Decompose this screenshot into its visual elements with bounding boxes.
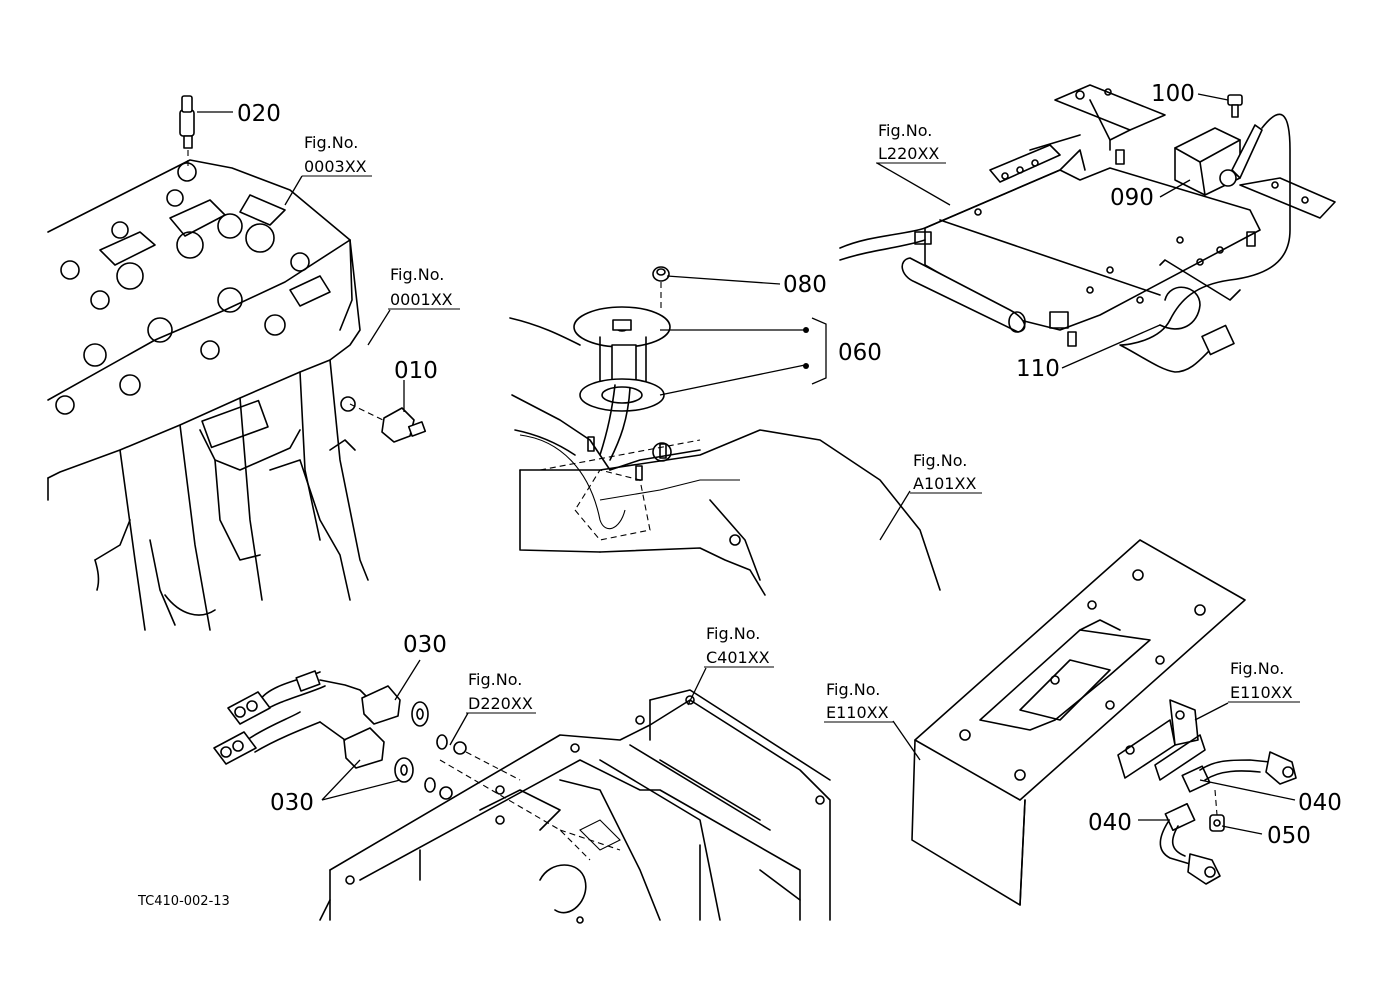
part-number-100: 100 <box>1151 81 1195 107</box>
leader-lines <box>197 93 1296 835</box>
figref-0001XX[interactable]: Fig.No. 0001XX <box>388 265 460 310</box>
figref-code: E110XX <box>826 703 889 722</box>
figref-C401XX[interactable]: Fig.No. C401XX <box>704 624 774 668</box>
figref-label: Fig.No. <box>878 121 932 140</box>
bolt-100 <box>1227 94 1243 118</box>
figref-label: Fig.No. <box>913 451 967 470</box>
part-number-080: 080 <box>783 272 827 298</box>
balls-and-springs <box>424 734 521 800</box>
figref-label: Fig.No. <box>826 680 880 699</box>
engine-block-illustration <box>47 95 427 631</box>
switch-040-right <box>1181 751 1297 793</box>
figref-label: Fig.No. <box>468 670 522 689</box>
fuel-level-sender-060 <box>573 306 671 461</box>
part-numbers: 020 010 080 060 100 090 110 030 030 040 … <box>237 81 1342 849</box>
switch-bracket <box>1117 699 1206 781</box>
part-number-040-left: 040 <box>1088 810 1132 836</box>
figure-references: Fig.No. 0003XX Fig.No. 0001XX Fig.No. L2… <box>302 121 1300 723</box>
oil-pressure-switch-010 <box>349 403 427 443</box>
figref-E110XX-left[interactable]: Fig.No. E110XX <box>824 680 894 723</box>
figref-code: A101XX <box>913 474 976 493</box>
seat-frame-illustration <box>839 84 1336 373</box>
part-number-110: 110 <box>1016 356 1060 382</box>
switch-030-lower <box>213 711 414 783</box>
part-number-020: 020 <box>237 101 281 127</box>
figref-code: E110XX <box>1230 683 1293 702</box>
figref-A101XX[interactable]: Fig.No. A101XX <box>910 451 982 494</box>
figref-code: C401XX <box>706 648 770 667</box>
nut-080 <box>652 266 670 310</box>
part-number-030-upper: 030 <box>403 632 447 658</box>
figref-label: Fig.No. <box>304 133 358 152</box>
part-number-090: 090 <box>1110 185 1154 211</box>
figref-E110XX-right[interactable]: Fig.No. E110XX <box>1228 659 1300 703</box>
figref-label: Fig.No. <box>1230 659 1284 678</box>
figref-code: D220XX <box>468 694 533 713</box>
figref-label: Fig.No. <box>706 624 760 643</box>
figref-code: 0003XX <box>304 157 367 176</box>
temperature-sender-020 <box>179 95 195 170</box>
part-number-060: 060 <box>838 340 882 366</box>
figref-label: Fig.No. <box>390 265 444 284</box>
figref-0003XX[interactable]: Fig.No. 0003XX <box>302 133 372 177</box>
transmission-case-illustration <box>213 670 831 924</box>
figref-code: L220XX <box>878 144 939 163</box>
switch-030-upper <box>227 670 429 727</box>
cover-plate-illustration <box>911 539 1297 906</box>
seat-switch-harness-110 <box>1119 113 1291 373</box>
part-number-050: 050 <box>1267 823 1311 849</box>
drawing-code: TC410-002-13 <box>137 894 230 909</box>
seat-switch-090 <box>1174 124 1263 196</box>
part-number-010: 010 <box>394 358 438 384</box>
switch-050 <box>1209 789 1225 832</box>
figref-D220XX[interactable]: Fig.No. D220XX <box>466 670 536 714</box>
fuel-tank-illustration <box>509 266 941 596</box>
switch-040-left <box>1159 802 1221 885</box>
figref-code: 0001XX <box>390 290 453 309</box>
part-number-040-right: 040 <box>1298 790 1342 816</box>
figref-L220XX[interactable]: Fig.No. L220XX <box>876 121 946 164</box>
part-number-030-lower: 030 <box>270 790 314 816</box>
